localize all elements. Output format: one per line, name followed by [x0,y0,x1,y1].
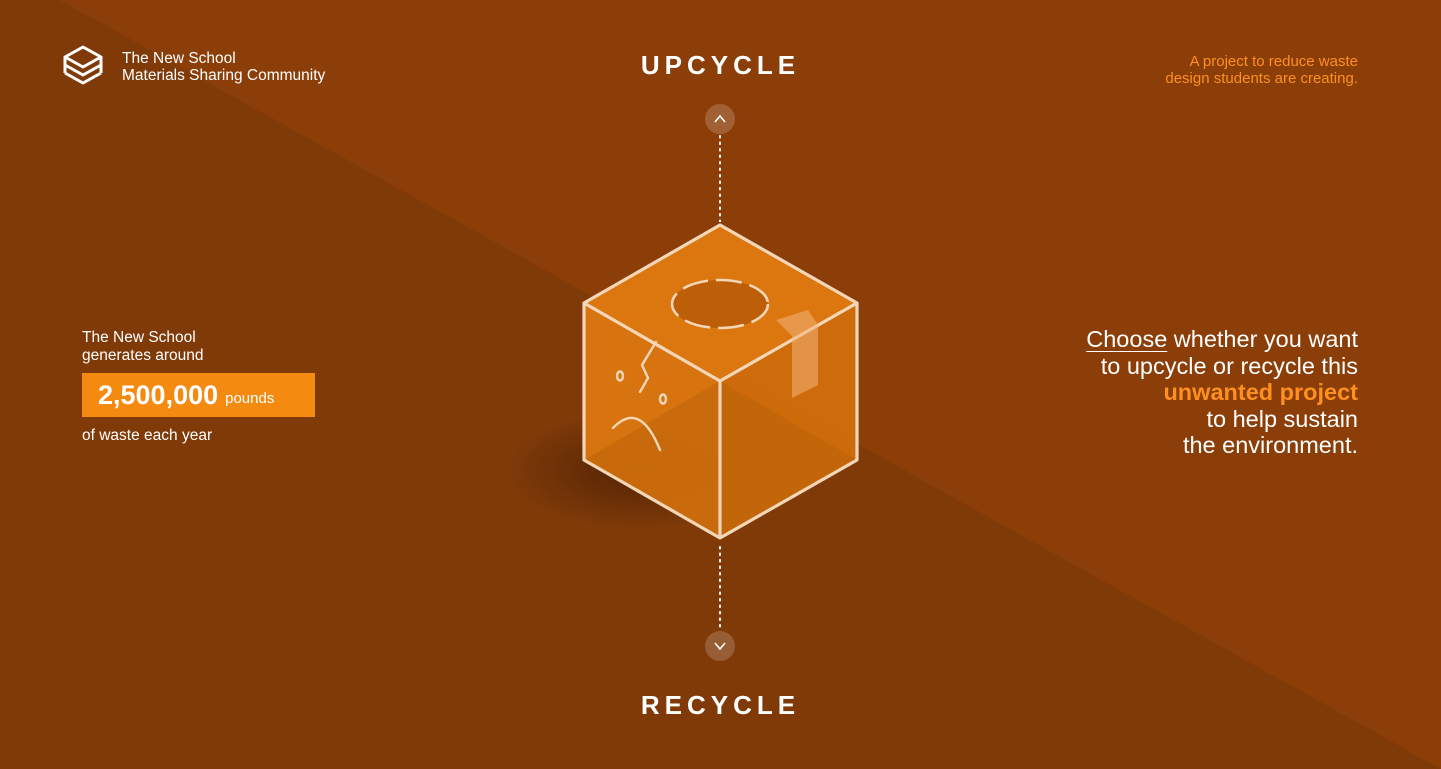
chevron-up-icon [714,114,726,123]
cta-choose: Choose [1086,326,1168,352]
stat-after: of waste each year [82,427,213,444]
cta-line1: Choose whether you want [1086,326,1358,353]
brand-name: The New School Materials Sharing Communi… [122,50,325,84]
stat-number: 2,500,000 [98,379,219,410]
cta-highlight: unwanted project [1163,379,1358,405]
upcycle-dotted-guide [719,135,721,222]
tagline-line2: design students are creating. [1165,70,1358,87]
sad-cardboard-box-icon[interactable] [500,210,880,560]
cube-tape [776,310,818,398]
tagline: A project to reduce waste design student… [1165,53,1358,87]
chevron-down-icon [714,642,726,651]
brand-name-line1: The New School [122,50,236,67]
tagline-line1: A project to reduce waste [1189,53,1358,70]
upcycle-title[interactable]: UPCYCLE [640,50,801,80]
stat-unit: pounds [225,389,275,407]
call-to-action: Choose whether you want to upcycle or re… [1086,326,1358,459]
cta-line5: the environment. [1182,432,1358,458]
brand-logo[interactable]: The New School Materials Sharing Communi… [60,44,325,90]
stat-line1: The New School [82,329,196,346]
waste-stat: The New School generates around 2,500,00… [82,329,315,445]
cta-line2: to upcycle or recycle this [1100,352,1358,379]
brand-name-line2: Materials Sharing Community [122,67,326,84]
stat-badge: 2,500,000 pounds [82,373,315,417]
stacked-layers-icon [63,45,103,85]
recycle-dotted-guide [719,546,721,631]
cta-line4: to help sustain [1206,405,1358,432]
recycle-arrow-button[interactable] [705,631,735,661]
cube-hole [672,280,768,328]
cta-line1-rest: whether you want [1167,326,1358,352]
upcycle-arrow-button[interactable] [705,104,735,134]
recycle-title[interactable]: RECYCLE [640,690,801,720]
stat-line2: generates around [82,346,204,364]
